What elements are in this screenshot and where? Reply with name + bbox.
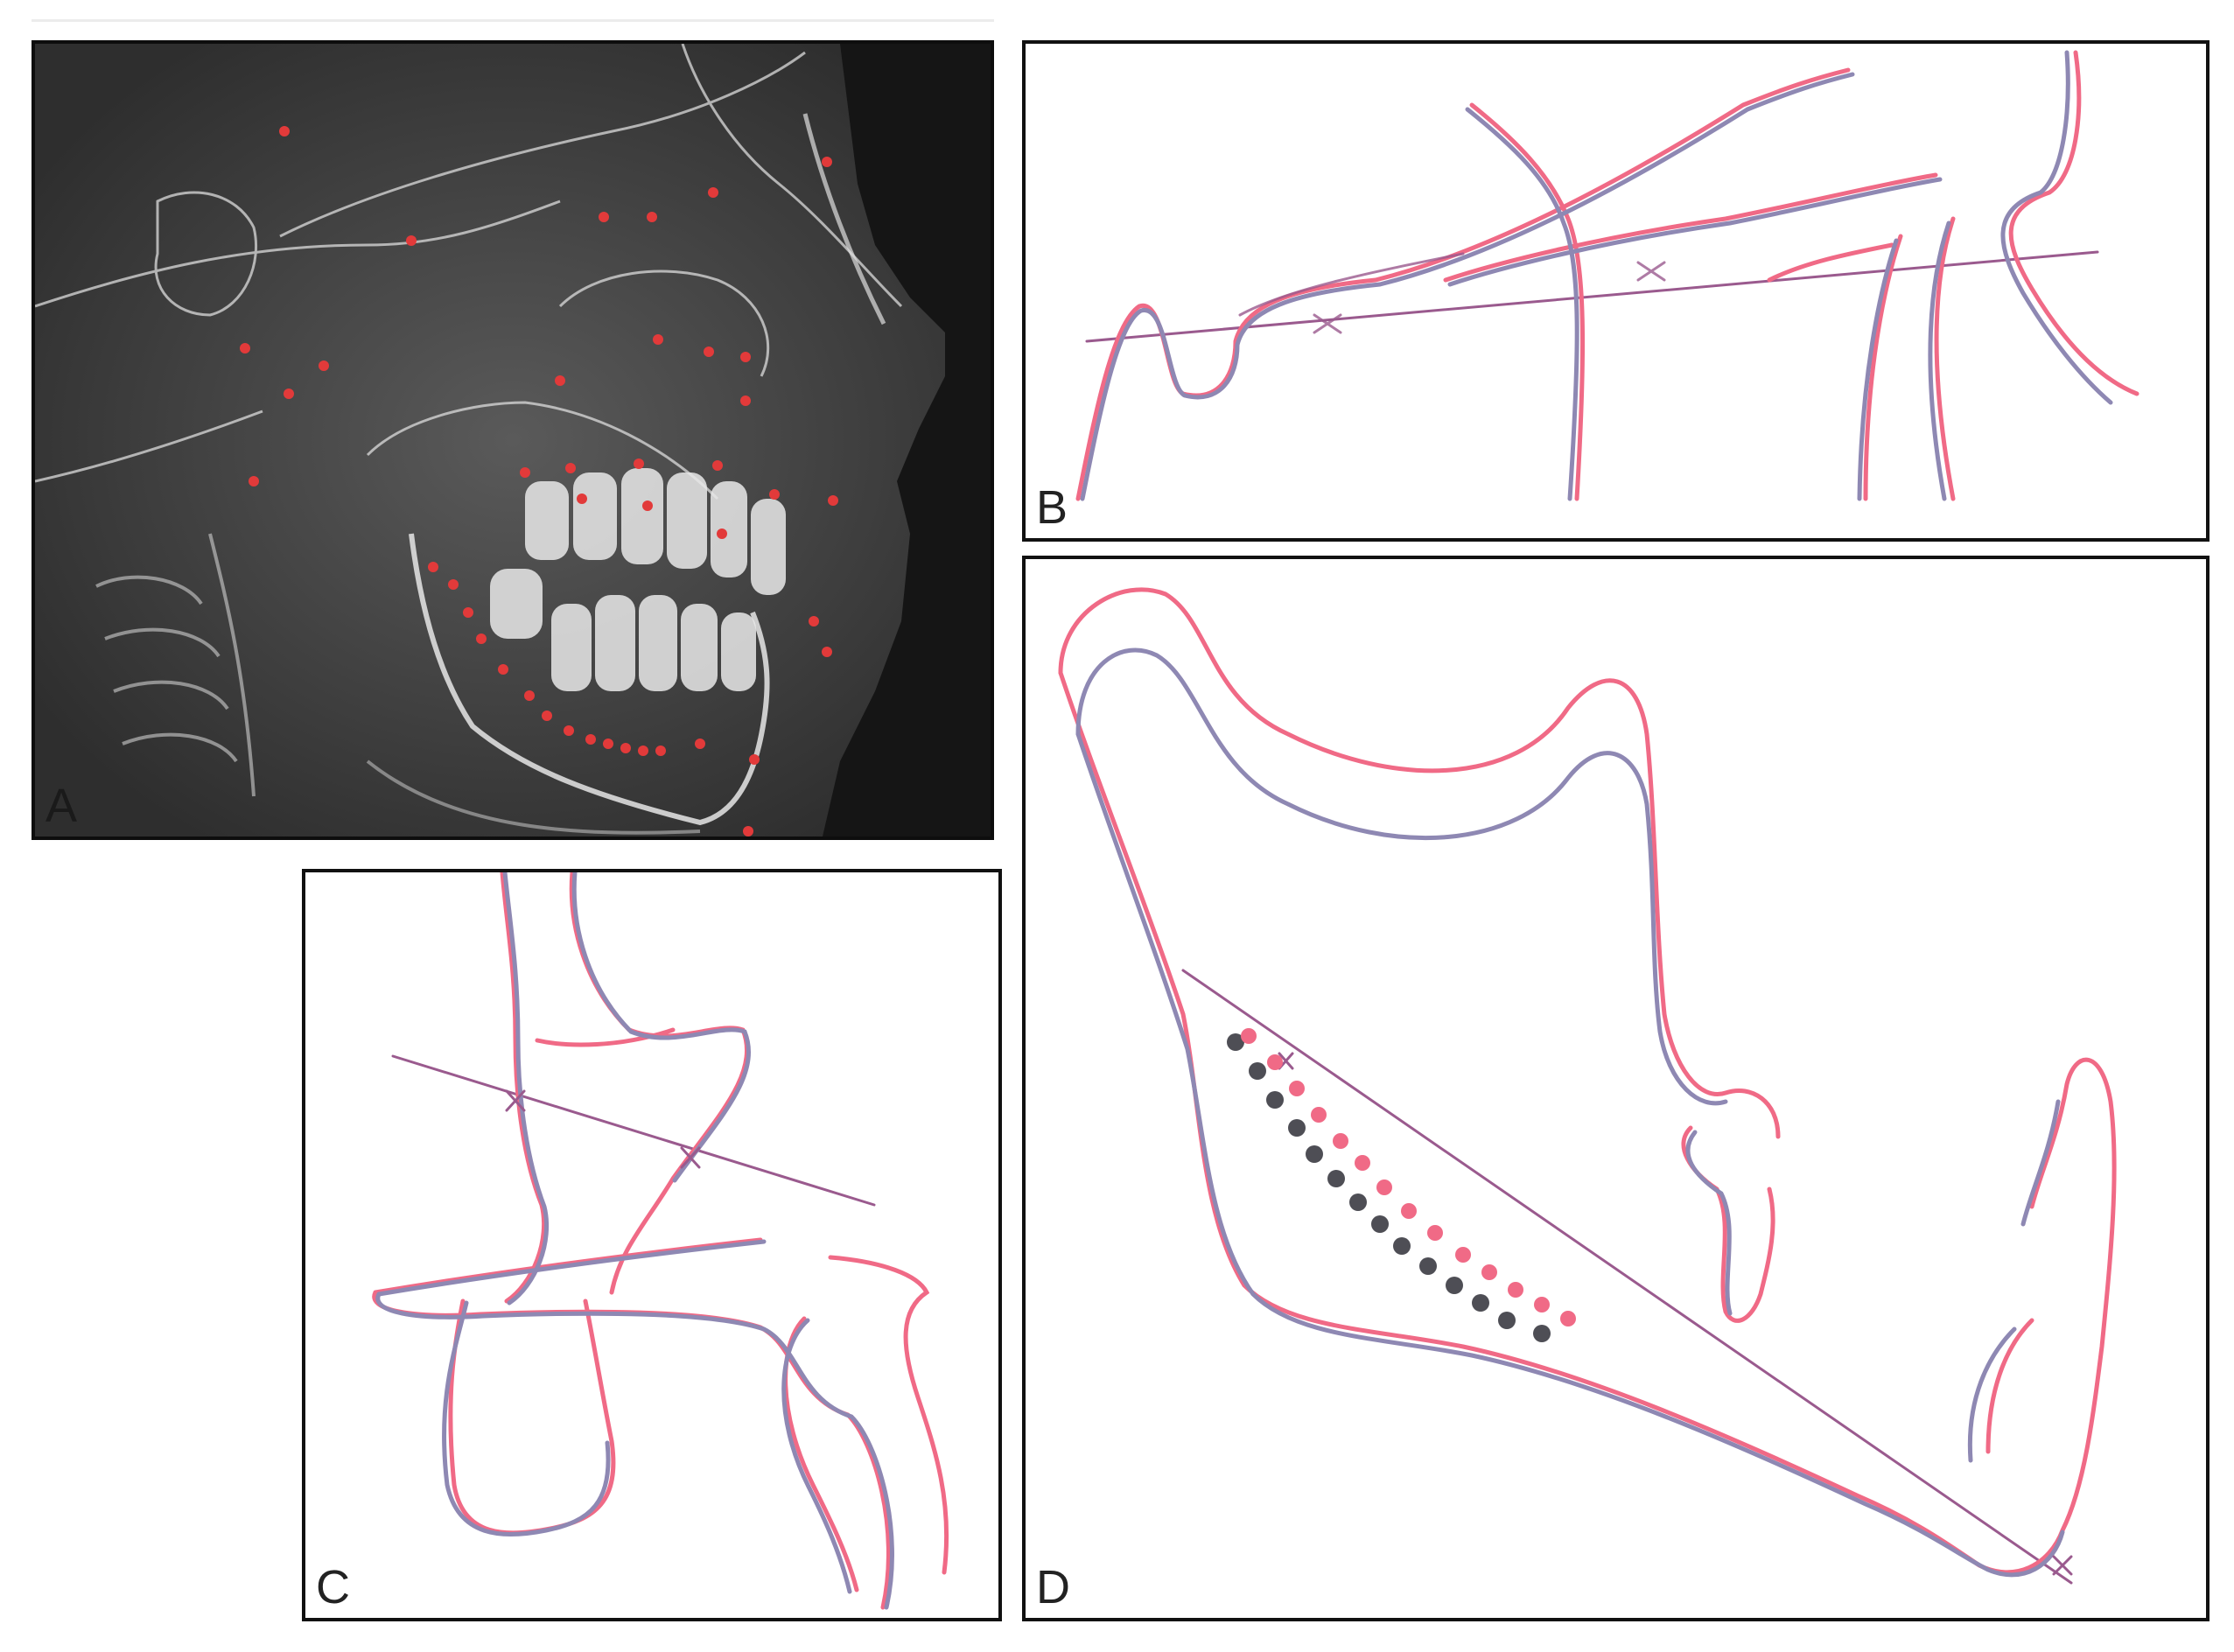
tracing-overlap bbox=[505, 1089, 701, 1169]
tracing-blue bbox=[1075, 648, 2065, 1578]
reference-line bbox=[391, 1054, 876, 1207]
cervical-spine bbox=[95, 533, 256, 797]
reference-line bbox=[1085, 250, 2099, 343]
panel-b-drawing bbox=[1075, 50, 2139, 501]
symphysis-points bbox=[1227, 1028, 1576, 1342]
tracing-red bbox=[372, 872, 949, 1610]
panel-d-tracing: D bbox=[1022, 556, 2209, 1621]
panel-c-label: C bbox=[316, 1561, 350, 1614]
panel-a-label: A bbox=[46, 780, 78, 832]
tracing-blue bbox=[1080, 50, 2113, 501]
panel-c-tracing: C bbox=[302, 869, 1002, 1621]
tracing-red bbox=[1075, 50, 2139, 501]
mandible-outline bbox=[409, 533, 770, 826]
panel-d-drawing bbox=[1058, 587, 2117, 1585]
tracing-overlap bbox=[1278, 1052, 2073, 1576]
reference-line bbox=[1181, 969, 2073, 1585]
top-rule bbox=[32, 19, 994, 22]
tracing-overlap bbox=[1238, 252, 1666, 334]
tracing-red bbox=[1058, 587, 2117, 1575]
panel-b-label: B bbox=[1036, 481, 1068, 534]
soft-tissue-shadow bbox=[823, 44, 991, 836]
panel-c-drawing bbox=[372, 872, 949, 1610]
dentition bbox=[490, 468, 786, 691]
landmark-points bbox=[240, 126, 838, 836]
xray-background bbox=[35, 44, 991, 836]
panel-a-xray: A bbox=[32, 40, 994, 840]
tracing-blue bbox=[375, 872, 894, 1610]
xray-drawing bbox=[35, 44, 991, 836]
skull-outline bbox=[35, 44, 903, 500]
panel-d-label: D bbox=[1036, 1561, 1070, 1614]
panel-b-tracing: B bbox=[1022, 40, 2209, 542]
